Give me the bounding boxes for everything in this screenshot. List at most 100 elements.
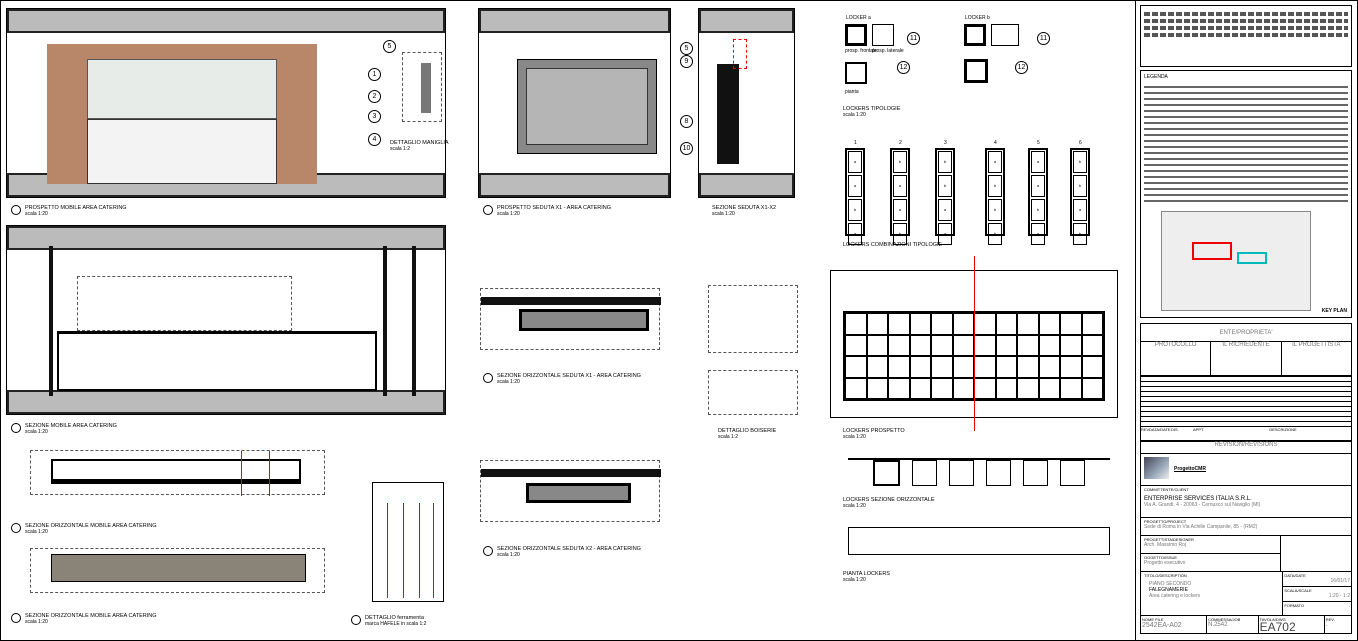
locker-cell: b — [1073, 223, 1087, 245]
locker-cell: b — [893, 151, 907, 173]
locker-cell: b — [938, 175, 952, 197]
legend-title: LEGENDA — [1144, 74, 1168, 80]
callout-tag: 11 — [907, 32, 920, 45]
locker-cell: a — [988, 151, 1002, 173]
locker-door — [953, 314, 973, 334]
view-label: SEZIONE ORIZZONTALE MOBILE AREA CATERING… — [11, 523, 157, 535]
locker-door — [910, 335, 930, 355]
company-logo — [1144, 457, 1169, 479]
project-name: Sede di Roma in Via Achille Campanile, 8… — [1144, 524, 1258, 530]
locker-door — [889, 378, 909, 398]
section-marker-icon — [11, 523, 21, 533]
callout-tag: 9 — [680, 55, 693, 68]
locker-b-front — [964, 24, 986, 46]
date: 16/01/17 — [1330, 578, 1350, 584]
scale: 1:20 - 1:2 — [1328, 593, 1350, 599]
locker-door — [1018, 314, 1038, 334]
callout-tag: 2 — [368, 90, 381, 103]
view-label: LOCKERS COMBINAZIONI TIPOLOGIE — [843, 242, 943, 248]
key-plan-map — [1161, 211, 1311, 311]
locker-door — [1061, 357, 1081, 377]
section-marker-icon — [483, 373, 493, 383]
view-boiserie-2 — [708, 370, 798, 415]
locker-door — [932, 314, 952, 334]
locker-door — [996, 378, 1016, 398]
locker-door — [932, 357, 952, 377]
view-label: SEZIONE ORIZZONTALE MOBILE AREA CATERING… — [11, 613, 157, 625]
locker-door — [1082, 378, 1102, 398]
locker-cell: b — [1073, 151, 1087, 173]
column-number: 6 — [1079, 140, 1082, 146]
column-number: 4 — [994, 140, 997, 146]
locker-door — [1039, 314, 1059, 334]
cabinet-doors — [87, 119, 277, 184]
view-sez-orizz-mobile-1 — [30, 450, 325, 496]
callout-tag: 10 — [680, 142, 693, 155]
locker-door — [1061, 314, 1081, 334]
section-marker-icon — [351, 615, 361, 625]
glass-panel — [87, 59, 277, 119]
section-marker-icon — [483, 546, 493, 556]
locker-cell: a — [1031, 175, 1045, 197]
locker-cell: a — [1031, 151, 1045, 173]
title-block-approvals: ENTE/PROPRIETA' PROTOCOLLO IL RICHIEDENT… — [1140, 323, 1352, 441]
locker-door — [975, 314, 995, 334]
locker-cell: a — [1073, 199, 1087, 221]
locker-b-side — [991, 24, 1019, 46]
company-name: ProgettoCMR — [1174, 466, 1206, 472]
view-sezione-mobile — [6, 225, 446, 415]
locker-door — [846, 335, 866, 355]
key-plan-label: KEY PLAN — [1321, 308, 1347, 314]
locker-door — [1039, 378, 1059, 398]
locker-door — [1082, 335, 1102, 355]
locker-door — [846, 314, 866, 334]
view-sez-orizz-seduta-x2 — [480, 460, 661, 522]
locker-door — [1082, 314, 1102, 334]
locker-cell: a — [893, 175, 907, 197]
title-line: FALEGNAMERIE — [1149, 587, 1188, 593]
locker-door — [867, 357, 887, 377]
column-number: 5 — [1037, 140, 1040, 146]
notes-box — [1140, 5, 1352, 67]
locker-a-side — [872, 24, 894, 46]
locker-door — [889, 335, 909, 355]
locker-door — [889, 314, 909, 334]
label: LOCKER a — [846, 15, 871, 21]
title-line: Area catering e lockers — [1149, 593, 1201, 599]
callout-tag: 5 — [383, 40, 396, 53]
title-line: PIANO SECONDO — [1149, 581, 1192, 587]
locker-cell: b — [938, 151, 952, 173]
locker-cell: b — [988, 175, 1002, 197]
callout-tag: 12 — [897, 61, 910, 74]
view-prospetto-mobile — [6, 8, 446, 198]
locker-door — [867, 378, 887, 398]
ente-heading: ENTE/PROPRIETA' — [1141, 324, 1351, 342]
locker-cell: b — [988, 223, 1002, 245]
locker-door — [1082, 357, 1102, 377]
callout-tag: 11 — [1037, 32, 1050, 45]
designer-name: Arch. Massimo Roj — [1144, 542, 1186, 548]
locker-door — [867, 335, 887, 355]
section-marker-icon — [11, 423, 21, 433]
view-label: SEZIONE ORIZZONTALE SEDUTA X1 - AREA CAT… — [483, 373, 641, 385]
view-ferramenta — [372, 482, 444, 602]
locker-door — [975, 357, 995, 377]
locker-cell: a — [848, 223, 862, 245]
label: prosp. frontale — [845, 48, 877, 54]
locker-cell: b — [1073, 175, 1087, 197]
locker-door — [996, 314, 1016, 334]
section-marker-icon — [11, 613, 21, 623]
locker-door — [1039, 357, 1059, 377]
locker-cell: a — [848, 151, 862, 173]
locker-door — [953, 335, 973, 355]
callout-tag: 3 — [368, 110, 381, 123]
